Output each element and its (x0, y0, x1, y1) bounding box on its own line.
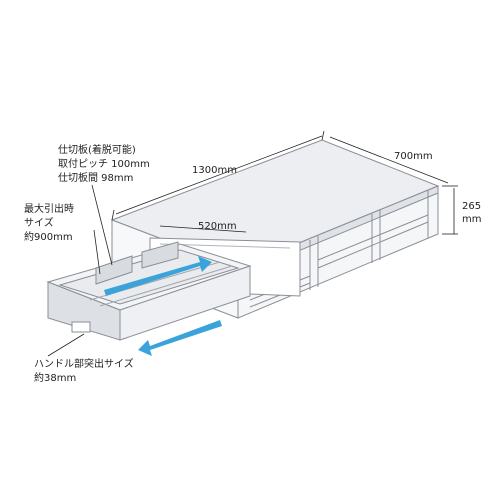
depth-dimension-line (329, 136, 449, 184)
inner-pull-arrow (104, 256, 212, 296)
divider-note-line-2: 取付ピッチ 100mm (58, 159, 150, 170)
max-pull-leader (93, 229, 101, 275)
drawer-width-dimension-line (159, 225, 247, 233)
max-pull-note-line-2: サイズ (24, 218, 54, 229)
max-pull-note-line-1: 最大引出時 (24, 204, 74, 215)
divider-note-line-3: 仕切板間 98mm (58, 173, 134, 184)
divider-note-line-1: 仕切板(着脱可能) (58, 145, 136, 156)
drawer-width-label: 520mm (198, 221, 237, 232)
depth-label: 700mm (394, 151, 433, 162)
max-pull-note: 最大引出時 サイズ 約900mm (24, 203, 74, 245)
handle-note-line-1: ハンドル部突出サイズ (34, 359, 134, 370)
divider-leader (91, 184, 113, 266)
divider-plates (95, 241, 179, 285)
height-value-label: 265 (462, 201, 481, 212)
handle-note-line-2: 約38mm (34, 373, 77, 384)
dimension-lines (47, 130, 458, 357)
divider-note: 仕切板(着脱可能) 取付ピッチ 100mm 仕切板間 98mm (58, 144, 150, 186)
drawer-handle (71, 321, 91, 333)
max-pull-note-line-3: 約900mm (24, 232, 73, 243)
length-dimension-line (115, 135, 323, 215)
handle-leader (47, 333, 85, 357)
length-label: 1300mm (192, 165, 237, 176)
pull-direction-arrows (104, 256, 222, 356)
handle-note: ハンドル部突出サイズ 約38mm (34, 358, 134, 386)
height-unit-label: mm (462, 214, 481, 225)
outer-pull-arrow (138, 320, 222, 356)
drawer-side-panel (119, 265, 251, 341)
